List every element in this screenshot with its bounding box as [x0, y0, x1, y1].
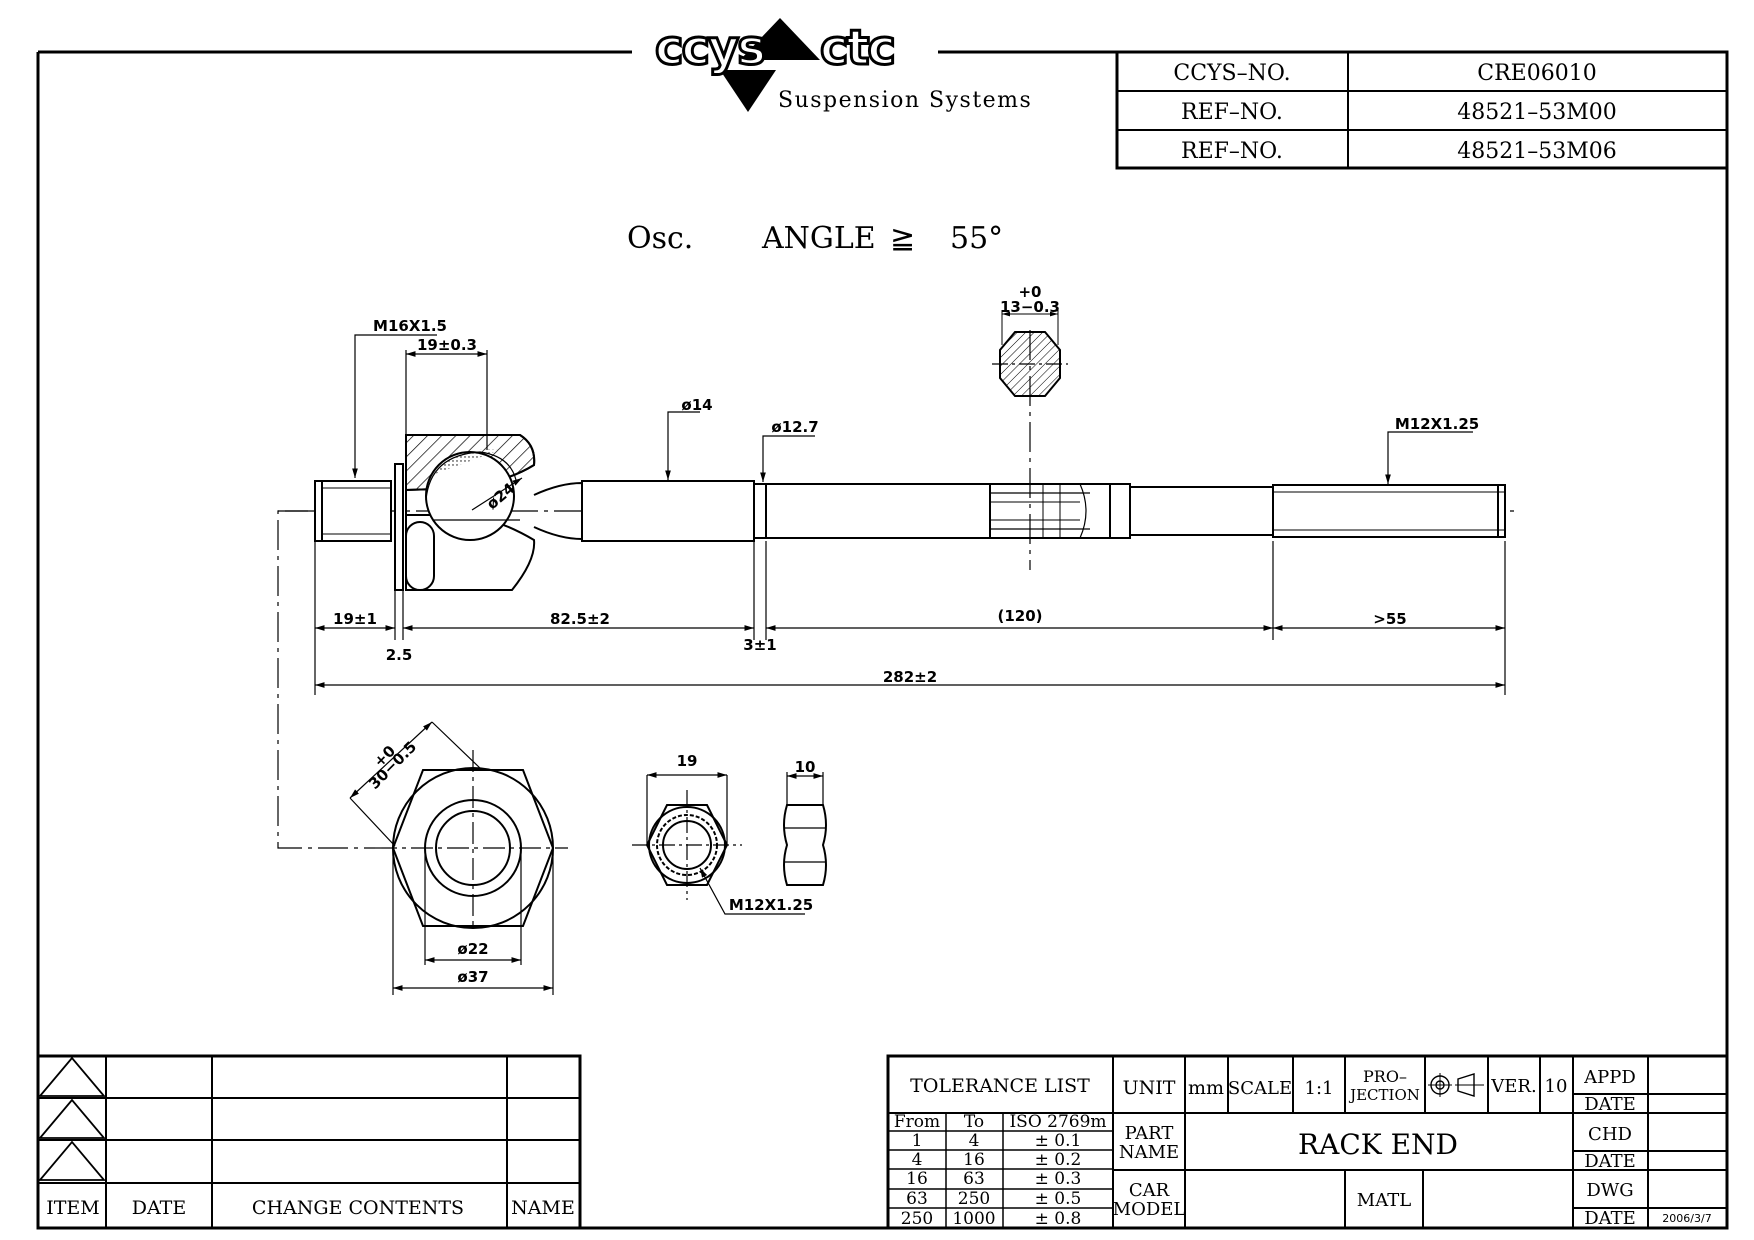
matl-label: MATL [1357, 1190, 1411, 1211]
len-3-label: 3±1 [743, 636, 776, 654]
scale-value: 1:1 [1305, 1078, 1334, 1099]
nut-side-view [783, 772, 827, 886]
revision-table [36, 1054, 582, 1230]
shaft-dia-127-label: ø12.7 [771, 418, 818, 436]
part-name-label-2: NAME [1119, 1142, 1179, 1163]
shaft-dia-14-label: ø14 [681, 396, 712, 414]
dwg-label: DWG [1586, 1180, 1633, 1201]
len-total-label: 282±2 [883, 668, 937, 686]
tol-row-2-val: ± 0.2 [1035, 1150, 1082, 1170]
tol-row-4-val: ± 0.5 [1035, 1189, 1082, 1209]
tol-row-2-from: 4 [912, 1150, 923, 1170]
tol-row-2-to: 16 [963, 1150, 985, 1170]
tol-row-5-val: ± 0.8 [1035, 1209, 1082, 1229]
ccys-no-value: CRE06010 [1477, 61, 1596, 86]
nut-front-view [632, 772, 805, 915]
rev-header-name: NAME [511, 1197, 575, 1219]
hex-section [992, 310, 1068, 570]
rev-header-change: CHANGE CONTENTS [252, 1197, 464, 1219]
projection-line [277, 510, 375, 849]
tol-row-1-to: 4 [969, 1131, 980, 1151]
ref-no-label-2: REF–NO. [1181, 139, 1283, 164]
tol-header-from: From [894, 1112, 940, 1132]
len-55-label: >55 [1373, 610, 1406, 628]
title-block [886, 1054, 1729, 1230]
tol-row-3-val: ± 0.3 [1035, 1169, 1082, 1189]
ccys-ctc-logo: ccys ctc Suspension Systems [654, 18, 1032, 113]
tol-header-to: To [964, 1112, 984, 1132]
logo-subtitle: Suspension Systems [778, 88, 1032, 113]
len-120-label: (120) [997, 607, 1042, 625]
ccys-no-label: CCYS–NO. [1173, 61, 1290, 86]
ver-label: VER. [1490, 1076, 1536, 1097]
tol-row-5-to: 1000 [952, 1209, 995, 1229]
osc-angle-note: Osc. ANGLE ≧ 55° [627, 221, 1003, 256]
len-825-label: 82.5±2 [550, 610, 610, 628]
header-table: CCYS–NO. CRE06010 REF–NO. 48521–53M00 RE… [1115, 50, 1729, 170]
length-dimension-lines [314, 541, 1506, 695]
ref-no-label-1: REF–NO. [1181, 100, 1283, 125]
len-19-label: 19±1 [333, 610, 377, 628]
car-model-label-1: CAR [1129, 1180, 1170, 1201]
osc-prefix: Osc. [627, 221, 693, 256]
tol-row-4-to: 250 [958, 1189, 990, 1209]
osc-angle-symbol: ≧ [890, 221, 915, 256]
hex-tol-top: +0 [1018, 283, 1041, 301]
rack-end-side-view [278, 434, 1515, 591]
ball-width-label: 19±0.3 [417, 336, 477, 354]
bore-dia-label: ø22 [457, 940, 488, 958]
thread-right-label: M12X1.25 [1395, 415, 1479, 433]
hex-size-label: 13−0.3 [1000, 298, 1060, 316]
projection-label-1: PRO– [1363, 1067, 1407, 1086]
ref-no-value-2: 48521–53M06 [1457, 139, 1617, 164]
top-dimension-lines [352, 334, 1473, 511]
scale-label: SCALE [1228, 1078, 1292, 1099]
flange-end-view [349, 721, 568, 995]
tol-row-3-from: 16 [906, 1169, 928, 1189]
thread-left-label: M16X1.5 [373, 317, 447, 335]
len-25-label: 2.5 [386, 646, 413, 664]
appd-date-label: DATE [1584, 1094, 1636, 1115]
appd-label: APPD [1583, 1067, 1636, 1088]
chd-label: CHD [1588, 1124, 1632, 1145]
tol-row-3-to: 63 [963, 1169, 985, 1189]
svg-text:ctc: ctc [820, 20, 894, 76]
sheet-border [36, 50, 1729, 1230]
rev-header-item: ITEM [46, 1197, 100, 1219]
ref-no-value-1: 48521–53M00 [1457, 100, 1617, 125]
part-name-label-1: PART [1125, 1123, 1174, 1144]
tol-row-1-val: ± 0.1 [1035, 1131, 1082, 1151]
car-model-label-2: MODEL [1113, 1199, 1186, 1220]
tol-row-5-from: 250 [901, 1209, 933, 1229]
projection-label-2: JECTION [1348, 1086, 1420, 1104]
tolerance-title: TOLERANCE LIST [910, 1075, 1090, 1097]
tol-header-iso: ISO 2769m [1009, 1112, 1106, 1132]
part-name-value: RACK END [1298, 1128, 1458, 1161]
nut-thick-label: 10 [795, 758, 816, 776]
svg-text:ccys: ccys [655, 20, 764, 76]
flange-dia-label: ø37 [457, 968, 488, 986]
chd-date-label: DATE [1584, 1151, 1636, 1172]
dwg-date-value: 2006/3/7 [1662, 1212, 1711, 1225]
nut-width-label: 19 [677, 752, 698, 770]
dwg-date-label: DATE [1584, 1208, 1636, 1229]
flange-size-label: 30−0.5 [365, 738, 420, 793]
tol-row-1-from: 1 [912, 1131, 923, 1151]
osc-angle-text: ANGLE [761, 221, 876, 256]
unit-value: mm [1188, 1077, 1224, 1099]
tol-row-4-from: 63 [906, 1189, 928, 1209]
rev-header-date: DATE [132, 1197, 186, 1219]
osc-angle-value: 55° [950, 221, 1003, 256]
nut-thread-label: M12X1.25 [729, 896, 813, 914]
unit-label: UNIT [1123, 1077, 1176, 1099]
ver-value: 10 [1545, 1076, 1568, 1097]
